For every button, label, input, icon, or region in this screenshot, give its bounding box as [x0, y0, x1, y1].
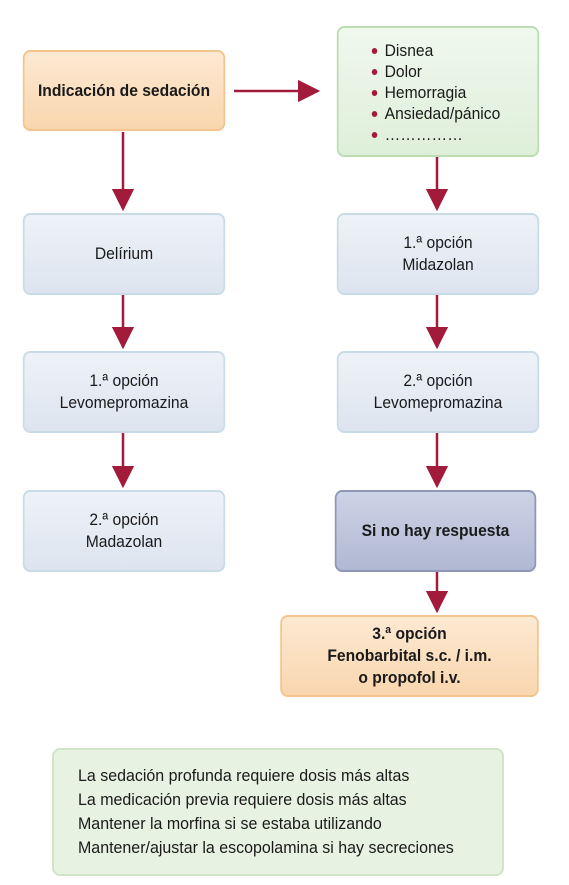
note-line: La medicación previa requiere dosis más …	[78, 790, 407, 809]
delirium-label: Delírium	[94, 244, 154, 263]
start-label: Indicación de sedación	[37, 80, 211, 100]
notes-box: La sedación profunda requiere dosis más …	[52, 748, 504, 876]
left-option2-drug: Madazolan	[85, 532, 163, 551]
option3-alternative: o propofol i.v.	[358, 668, 461, 687]
option3-drug: Fenobarbital s.c. / i.m.	[327, 646, 492, 665]
left-option1-node: 1.ª opción Levomepromazina	[22, 351, 226, 433]
right-option1-node: 1.ª opción Midazolan	[336, 213, 540, 295]
left-option1-title: 1.ª opción	[89, 371, 159, 390]
symptom-item: Hemorragia	[371, 82, 501, 103]
left-option1-drug: Levomepromazina	[59, 393, 189, 412]
symptom-item: ……………	[371, 124, 501, 145]
start-node: Indicación de sedación	[22, 50, 226, 131]
left-option2-node: 2.ª opción Madazolan	[22, 490, 226, 572]
no-response-label: Si no hay respuesta	[361, 521, 510, 540]
symptoms-node: Disnea Dolor Hemorragia Ansiedad/pánico …	[336, 26, 540, 157]
right-option2-drug: Levomepromazina	[373, 393, 503, 412]
note-line: Mantener la morfina si se estaba utiliza…	[78, 814, 382, 833]
no-response-node: Si no hay respuesta	[334, 490, 537, 572]
left-option2-title: 2.ª opción	[89, 510, 159, 529]
symptom-item: Disnea	[371, 40, 501, 61]
symptoms-list: Disnea Dolor Hemorragia Ansiedad/pánico …	[371, 40, 501, 145]
symptom-item: Dolor	[371, 61, 501, 82]
option3-node: 3.ª opción Fenobarbital s.c. / i.m. o pr…	[280, 615, 539, 697]
delirium-node: Delírium	[22, 213, 226, 295]
right-option1-drug: Midazolan	[402, 255, 474, 274]
note-line: La sedación profunda requiere dosis más …	[78, 766, 410, 785]
right-option2-title: 2.ª opción	[403, 371, 473, 390]
symptom-item: Ansiedad/pánico	[371, 103, 500, 124]
right-option2-node: 2.ª opción Levomepromazina	[336, 351, 540, 433]
right-option1-title: 1.ª opción	[403, 233, 473, 252]
option3-title: 3.ª opción	[372, 624, 447, 643]
note-line: Mantener/ajustar la escopolamina si hay …	[78, 838, 454, 857]
